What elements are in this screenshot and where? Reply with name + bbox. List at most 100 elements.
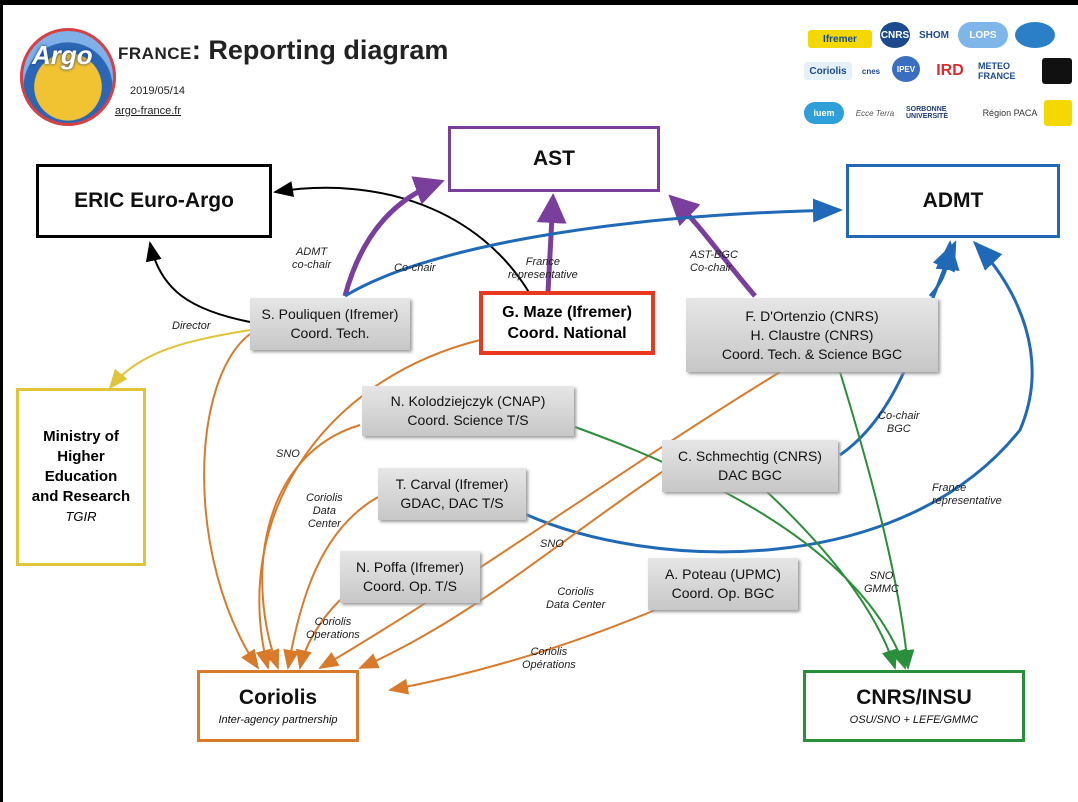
dortenzio-node: F. D'Ortenzio (CNRS) H. Claustre (CNRS) …: [686, 298, 938, 372]
pouliquen-node: S. Pouliquen (Ifremer) Coord. Tech.: [250, 298, 410, 350]
maze-role: Coord. National: [507, 325, 627, 342]
left-border: [0, 0, 3, 802]
page-title: FRANCE: Reporting diagram: [118, 35, 448, 66]
edge-pouliquen-coriolis-1: [203, 333, 260, 670]
edge-schmechtig-coriolis: [358, 469, 666, 669]
argo-logo: [20, 28, 116, 126]
ecce-terra-logo: Ecce Terra: [855, 108, 895, 118]
cnrs-logo: CNRS: [880, 22, 910, 48]
ministry-sub: TGIR: [65, 509, 97, 524]
dortenzio-name-1: F. D'Ortenzio (CNRS): [745, 307, 879, 324]
schmechtig-role: DAC BGC: [718, 467, 782, 483]
region-paca-logo: Région PACA: [982, 108, 1038, 118]
edge-dortenzio-ast: [668, 194, 757, 298]
edge-pouliquen-ministry: [108, 329, 251, 390]
bretagne-logo: [1042, 58, 1072, 84]
kolodziejczyk-node: N. Kolodziejczyk (CNAP) Coord. Science T…: [362, 386, 574, 436]
kolodziejczyk-role: Coord. Science T/S: [407, 412, 529, 428]
eric-label: ERIC Euro-Argo: [74, 189, 234, 212]
admt-label: ADMT: [922, 189, 984, 212]
edge-dortenzio-cnrs: [839, 371, 915, 670]
top-border: [0, 0, 1078, 5]
poffa-node: N. Poffa (Ifremer) Coord. Op. T/S: [340, 551, 480, 603]
ird-logo: IRD: [936, 62, 964, 79]
shom-logo: SHOM: [919, 29, 949, 41]
ministry-line-4: and Research: [31, 488, 131, 505]
edge-carval-admt: [524, 240, 1034, 554]
poteau-name: A. Poteau (UPMC): [665, 566, 781, 582]
edge-kolo-coriolis: [261, 424, 361, 670]
edge-pouliquen-eric: [145, 241, 251, 323]
poteau-node: A. Poteau (UPMC) Coord. Op. BGC: [648, 558, 798, 610]
cnes-logo: cnes: [861, 66, 881, 76]
meteo-france-logo: METEO FRANCE: [978, 61, 1016, 81]
cnrs-node: CNRS/INSU OSU/SNO + LEFE/GMMC: [803, 670, 1025, 742]
wave-logo: [1015, 22, 1055, 48]
website-link[interactable]: argo-france.fr: [115, 105, 182, 117]
coriolis-sub: Inter-agency partnership: [218, 714, 338, 726]
lops-logo: LOPS: [958, 22, 1008, 48]
cnrs-label: CNRS/INSU: [856, 686, 972, 709]
carval-node: T. Carval (Ifremer) GDAC, DAC T/S: [378, 468, 526, 520]
pouliquen-role: Coord. Tech.: [290, 325, 370, 341]
edge-dortenzio-coriolis: [318, 371, 781, 670]
ast-node: AST: [448, 126, 660, 192]
edge-schmechtig-cnrs: [764, 489, 898, 670]
ministry-line-1: Ministry of: [43, 428, 119, 445]
coriolis-logo: Coriolis: [804, 62, 852, 80]
dortenzio-name-2: H. Claustre (CNRS): [750, 326, 874, 343]
ministry-logo: [1044, 100, 1072, 126]
ifremer-logo: Ifremer: [808, 30, 872, 48]
cnrs-sub: OSU/SNO + LEFE/GMMC: [849, 714, 979, 726]
sorbonne-logo: SORBONNE UNIVERSITÉ: [906, 106, 949, 120]
dortenzio-role: Coord. Tech. & Science BGC: [721, 345, 903, 362]
ministry-line-3: Education: [44, 468, 118, 485]
schmechtig-node: C. Schmechtig (CNRS) DAC BGC: [662, 440, 838, 492]
title-prefix: FRANCE: [118, 44, 192, 63]
ast-label: AST: [533, 147, 575, 170]
poteau-role: Coord. Op. BGC: [671, 585, 775, 601]
iuem-logo: iuem: [804, 102, 844, 124]
ministry-line-2: Higher: [57, 448, 105, 465]
edge-dortenzio-admt: [928, 240, 960, 298]
date-label: 2019/05/14: [130, 85, 186, 97]
edge-maze-eric: [273, 181, 531, 295]
poffa-name: N. Poffa (Ifremer): [356, 559, 464, 575]
label-director: Director: [172, 320, 211, 332]
pouliquen-name: S. Pouliquen (Ifremer): [261, 306, 399, 322]
maze-name: G. Maze (Ifremer): [502, 304, 632, 321]
label-sno-left: SNO: [276, 448, 300, 460]
carval-name: T. Carval (Ifremer): [395, 476, 509, 492]
edge-poteau-coriolis: [388, 607, 661, 695]
coriolis-node: Coriolis Inter-agency partnership: [197, 670, 359, 742]
eric-node: ERIC Euro-Argo: [36, 164, 272, 238]
edge-poffa-coriolis: [296, 599, 341, 670]
ipev-logo: IPEV: [892, 56, 920, 82]
maze-node: G. Maze (Ifremer) Coord. National: [479, 291, 655, 355]
edge-kolo-cnrs: [574, 426, 907, 670]
schmechtig-name: C. Schmechtig (CNRS): [678, 448, 822, 464]
edge-pouliquen-admt: [344, 198, 843, 298]
label-cochair: Co-chair: [394, 262, 436, 274]
coriolis-label: Coriolis: [238, 686, 318, 709]
title-text: : Reporting diagram: [191, 35, 449, 65]
kolodziejczyk-name: N. Kolodziejczyk (CNAP): [390, 393, 546, 409]
carval-role: GDAC, DAC T/S: [400, 495, 504, 511]
admt-node: ADMT: [846, 164, 1060, 238]
poffa-role: Coord. Op. T/S: [363, 578, 457, 594]
edge-carval-coriolis: [283, 496, 379, 670]
edge-pouliquen-ast: [342, 176, 445, 297]
argo-logo-text: Argo: [32, 40, 93, 70]
partner-logos: Ifremer CNRS SHOM LOPS Coriolis cnes IPE…: [800, 18, 1075, 138]
